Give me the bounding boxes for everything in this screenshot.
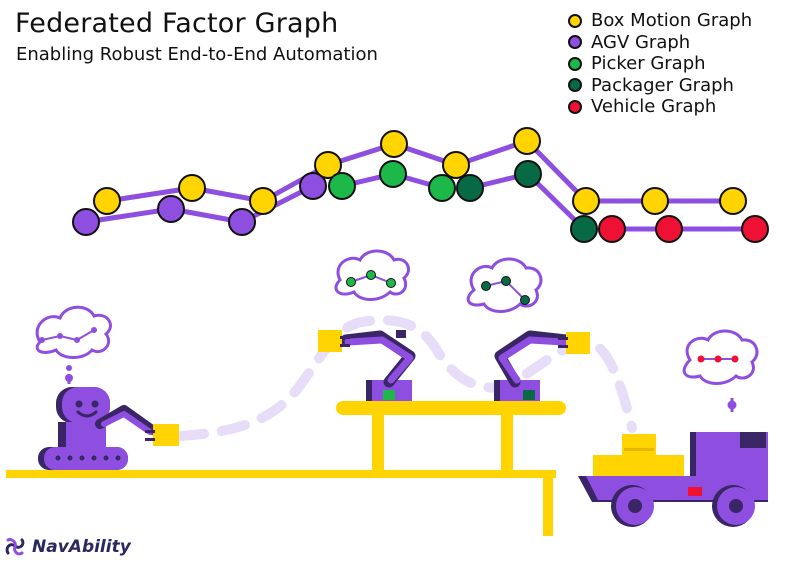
agv-node (299, 172, 327, 200)
packager-node (514, 160, 542, 188)
legend-label: Vehicle Graph (591, 96, 717, 118)
logo-text: NavAbility (32, 537, 131, 557)
legend-item-box-motion: Box Motion Graph (568, 10, 752, 32)
picker-robot-arm (318, 249, 416, 401)
packager-node (570, 215, 598, 243)
vehicle-node (741, 215, 769, 243)
picker-node (379, 160, 407, 188)
vehicle-node (598, 215, 626, 243)
vehicle-node (655, 215, 683, 243)
legend: Box Motion Graph AGV Graph Picker Graph … (568, 10, 752, 118)
packager-node (456, 174, 484, 202)
box-motion-node (178, 174, 206, 202)
box-motion-graph-edges (104, 138, 736, 204)
agv-thought-bubble (35, 305, 112, 371)
picker-table (336, 401, 566, 471)
legend-label: AGV Graph (591, 31, 691, 53)
page-title: Federated Factor Graph (15, 8, 339, 39)
legend-label: Picker Graph (591, 53, 706, 75)
yellow-dot-icon (568, 13, 582, 28)
box-motion-node (380, 130, 408, 158)
delivery-vehicle (578, 329, 768, 527)
legend-label: Packager Graph (591, 74, 734, 96)
box-motion-node (719, 187, 747, 215)
legend-item-picker: Picker Graph (568, 53, 752, 75)
green-dot-icon (568, 56, 582, 71)
packager-thought-bubble (466, 257, 543, 313)
agv-node (157, 195, 185, 223)
page-subtitle: Enabling Robust End-to-End Automation (16, 44, 378, 65)
agv-robot (35, 305, 179, 470)
legend-label: Box Motion Graph (591, 10, 753, 32)
red-dot-icon (568, 99, 582, 114)
box-motion-node (572, 187, 600, 215)
picker-node (428, 174, 456, 202)
box-motion-node (249, 187, 277, 215)
box-motion-node (314, 151, 342, 179)
legend-item-agv: AGV Graph (568, 32, 752, 54)
legend-item-vehicle: Vehicle Graph (568, 96, 752, 118)
picker-node (328, 172, 356, 200)
navability-logo-icon (5, 538, 25, 556)
dark-green-dot-icon (568, 78, 582, 93)
box-motion-node (93, 187, 121, 215)
factor-graph (72, 127, 769, 243)
picker-thought-bubble (334, 249, 410, 301)
packager-robot-arm (466, 257, 590, 401)
box-motion-node (641, 187, 669, 215)
box-motion-node (513, 127, 541, 155)
purple-dot-icon (568, 35, 582, 50)
agv-graph-edges (83, 183, 316, 225)
navability-logo[interactable]: NavAbility (4, 536, 131, 558)
floor-conveyor (6, 470, 556, 536)
legend-item-packager: Packager Graph (568, 75, 752, 97)
agv-node (72, 208, 100, 236)
box-motion-node (442, 151, 470, 179)
vehicle-thought-bubble (682, 329, 759, 385)
agv-node (228, 208, 256, 236)
